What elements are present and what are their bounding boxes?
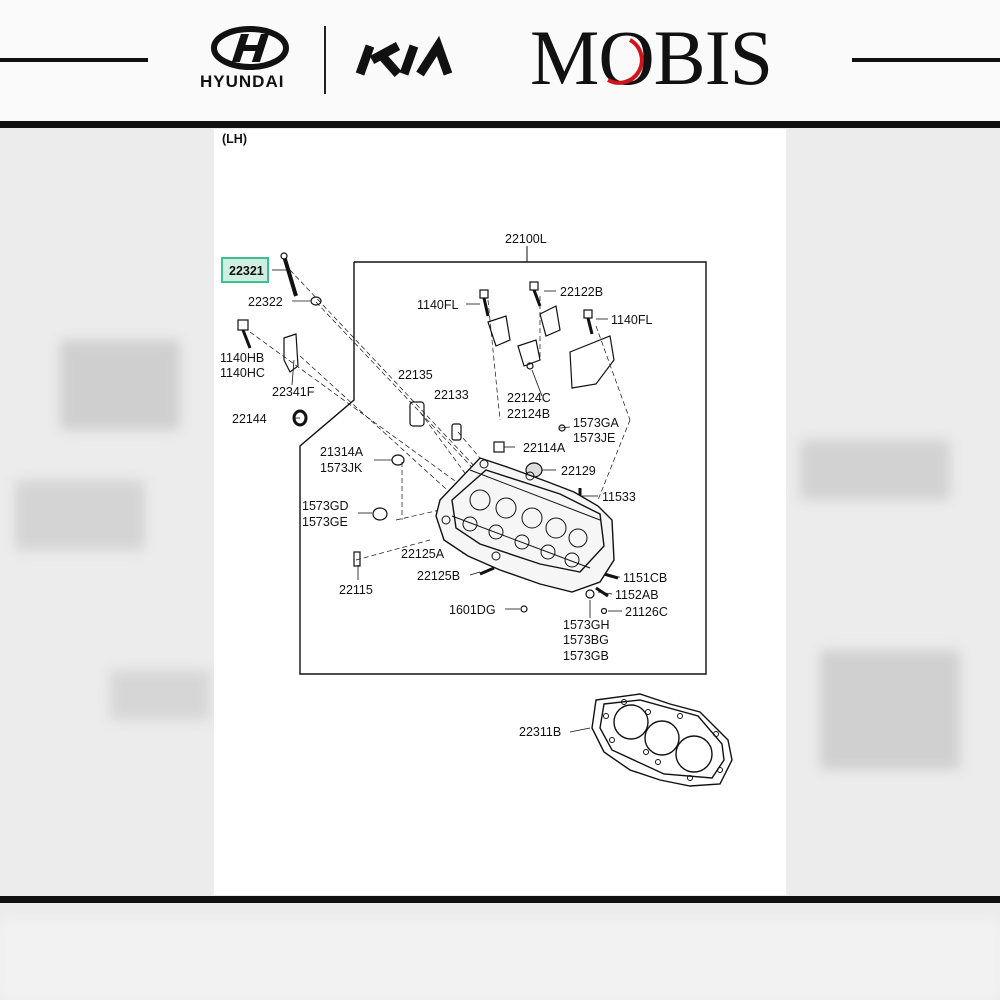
part-label[interactable]: 1140HB bbox=[220, 351, 265, 365]
mobis-wordmark: MOBIS bbox=[530, 14, 773, 101]
part-label[interactable]: 22114A bbox=[523, 441, 566, 455]
part-label[interactable]: 1573JK bbox=[320, 461, 363, 475]
part-label[interactable]: 22135 bbox=[398, 368, 433, 382]
part-label[interactable]: 21314A bbox=[320, 445, 364, 459]
part-label[interactable]: 22124B bbox=[507, 407, 551, 421]
part-label[interactable]: 22311B bbox=[519, 725, 562, 739]
part-label[interactable]: 1573BG bbox=[563, 633, 609, 647]
bottom-rule bbox=[0, 896, 1000, 903]
background-blur bbox=[800, 440, 950, 500]
part-label[interactable]: 22115 bbox=[339, 583, 373, 597]
part-label[interactable]: 1573GD bbox=[302, 499, 349, 513]
background-blur bbox=[820, 650, 960, 770]
logo-separator bbox=[324, 26, 326, 94]
part-label[interactable]: 1573GB bbox=[563, 649, 609, 663]
hyundai-wordmark: HYUNDAI bbox=[200, 72, 285, 91]
mobis-logo-swoosh bbox=[607, 38, 644, 85]
part-label[interactable]: 22341F bbox=[272, 385, 315, 399]
part-label[interactable]: 22133 bbox=[434, 388, 469, 402]
part-label[interactable]: 1573GA bbox=[573, 416, 619, 430]
side-label: (LH) bbox=[222, 132, 247, 146]
part-label-highlighted[interactable]: 22321 bbox=[229, 264, 264, 278]
part-label[interactable]: 1152AB bbox=[615, 588, 659, 602]
part-label[interactable]: 1573JE bbox=[573, 431, 616, 445]
part-label[interactable]: 22125A bbox=[401, 547, 445, 561]
background-blur bbox=[15, 480, 145, 550]
brand-header bbox=[0, 0, 1000, 122]
kia-logo bbox=[355, 35, 453, 77]
background-blur bbox=[0, 920, 1000, 1000]
part-label[interactable]: 1573GH bbox=[563, 618, 610, 632]
part-label[interactable]: 1151CB bbox=[623, 571, 668, 585]
header-left-rule bbox=[0, 58, 148, 62]
part-label[interactable]: 1601DG bbox=[449, 603, 496, 617]
part-label[interactable]: 1140HC bbox=[220, 366, 265, 380]
cylinder-head bbox=[435, 457, 615, 593]
part-label[interactable]: 22322 bbox=[248, 295, 283, 309]
hyundai-logo bbox=[211, 26, 289, 70]
highlighted-part-box bbox=[221, 257, 269, 283]
part-label[interactable]: 1140FL bbox=[417, 298, 459, 312]
part-label[interactable]: 1140FL bbox=[611, 313, 653, 327]
part-label[interactable]: 22125B bbox=[417, 569, 461, 583]
head-gasket bbox=[591, 693, 733, 787]
background-blur bbox=[110, 670, 210, 720]
part-label[interactable]: 21126C bbox=[625, 605, 668, 619]
part-label-assembly: 22100L bbox=[505, 232, 547, 246]
part-label[interactable]: 22144 bbox=[232, 412, 267, 426]
background-blur bbox=[60, 340, 180, 430]
assembly-frame bbox=[299, 261, 707, 675]
part-label[interactable]: 22124C bbox=[507, 391, 551, 405]
part-label[interactable]: 22122B bbox=[560, 285, 604, 299]
part-label[interactable]: 1573GE bbox=[302, 515, 348, 529]
part-label[interactable]: 11533 bbox=[602, 490, 636, 504]
part-label[interactable]: 22129 bbox=[561, 464, 596, 478]
header-right-rule bbox=[852, 58, 1000, 62]
top-rule bbox=[0, 121, 1000, 128]
